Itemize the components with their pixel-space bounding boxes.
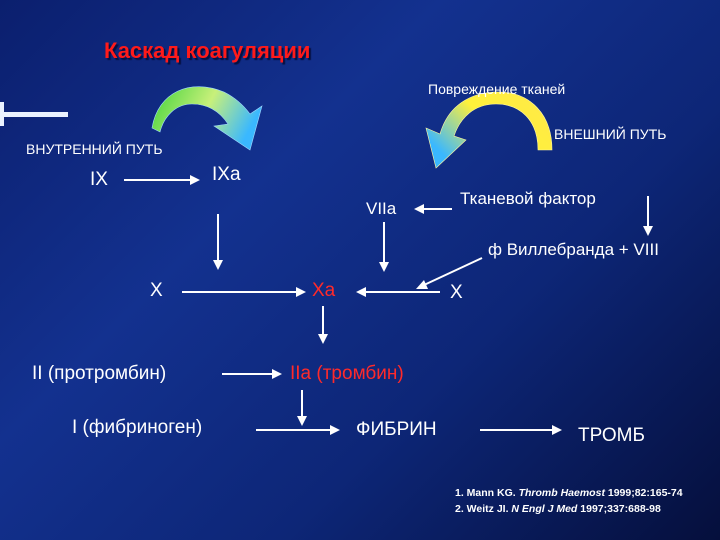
factor-x-intrinsic: X [150,280,163,301]
label-tissue-injury: Повреждение тканей [428,81,566,97]
arrow-tissue-factor-down [643,196,653,236]
arrow-ix-to-ixa [124,175,200,185]
intrinsic-curved-arrow-icon [151,86,263,151]
arrow-fibrin-to-thrombus [480,425,562,435]
factor-xa: Xa [312,280,336,301]
extrinsic-curved-arrow-icon [425,91,553,169]
arrow-thrombin-down [297,390,307,426]
arrow-prothrombin-to-thrombin [222,369,282,379]
tissue-factor: Тканевой фактор [460,189,596,208]
arrow-tissue-factor-to-viia [414,204,452,214]
label-extrinsic-path: ВНЕШНИЙ ПУТЬ [554,126,667,142]
reference-2: 2. Weitz JI. N Engl J Med 1997;337:688-9… [455,503,661,515]
arrow-ixa-down [213,214,223,270]
thrombus: ТРОМБ [578,425,645,446]
fibrin: ФИБРИН [356,419,437,440]
arrow-x-to-xa [182,287,306,297]
arrow-x-right-to-xa [356,287,440,297]
vwf-factor-viii: ф Виллебранда + VIII [488,240,659,259]
arrow-viia-down [379,222,389,272]
arrow-xa-down [318,306,328,344]
factor-ix: IX [90,169,108,190]
reference-1: 1. Mann KG. Thromb Haemost 1999;82:165-7… [455,487,683,499]
slide-title: Каскад коагуляции [104,38,311,63]
factor-ixa: IXa [212,164,241,185]
fibrinogen: I (фибриноген) [72,417,203,438]
arrow-fibrinogen-to-fibrin [256,425,340,435]
references: 1. Mann KG. Thromb Haemost 1999;82:165-7… [455,485,683,517]
prothrombin: II (протромбин) [32,363,167,384]
factor-viia: VIIa [366,199,397,218]
thrombin: IIa (тромбин) [290,363,404,384]
factor-x-extrinsic: X [450,282,463,303]
slide-divider-line [0,102,68,126]
label-intrinsic-path: ВНУТРЕННИЙ ПУТЬ [26,141,163,157]
arrow-vwf-diagonal [416,257,483,289]
